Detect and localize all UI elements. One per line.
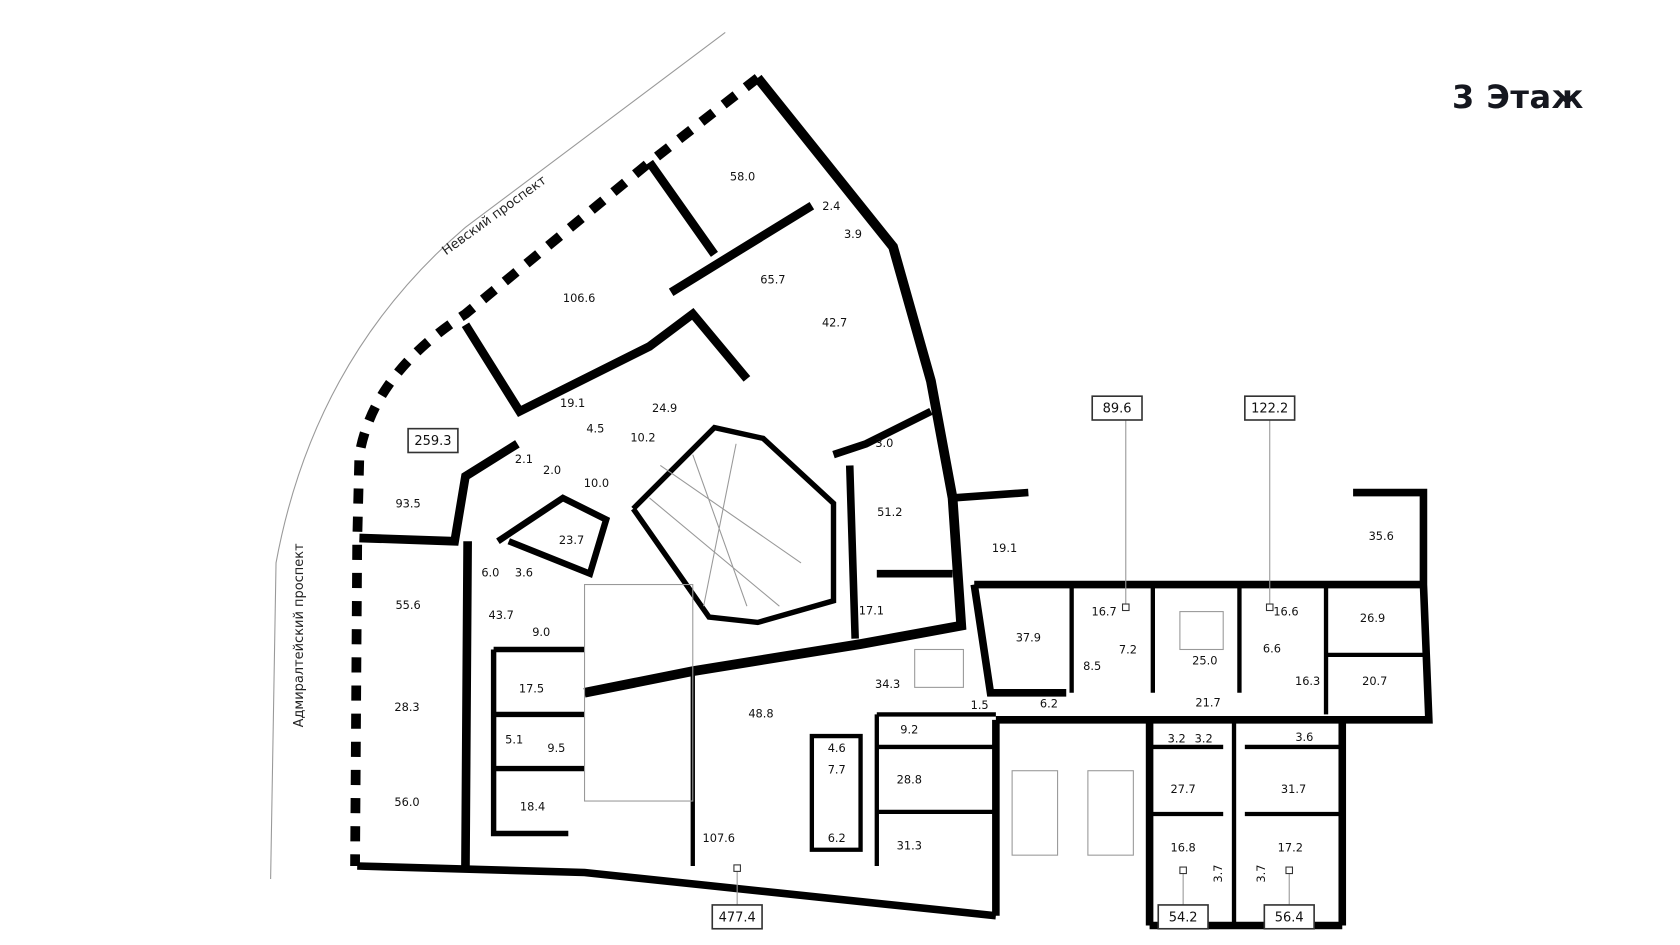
room-area-label: 16.7	[1091, 605, 1116, 619]
room-area-label: 20.7	[1362, 674, 1387, 688]
room-area-label: 107.6	[702, 831, 735, 845]
room-area-label: 2.4	[822, 199, 840, 213]
apartment-area-label: 122.2	[1251, 402, 1288, 417]
room-area-label: 3.7	[1254, 865, 1268, 883]
room-area-label: 28.3	[394, 700, 419, 714]
room-area-label: 21.7	[1195, 696, 1220, 710]
room-area-label: 19.1	[560, 396, 585, 410]
apartment-area-label: 54.2	[1169, 910, 1198, 925]
room-area-label: 34.3	[875, 677, 900, 691]
room-area-label: 25.0	[1192, 653, 1217, 667]
room-area-label: 27.7	[1170, 782, 1195, 796]
room-area-label: 9.2	[900, 723, 918, 737]
apartment-area-label: 259.3	[414, 434, 451, 449]
room-area-label: 23.7	[559, 533, 584, 547]
room-area-label: 16.8	[1170, 841, 1195, 855]
room-area-label: 55.6	[395, 598, 420, 612]
room-area-label: 3.6	[515, 566, 533, 580]
room-area-label: 9.0	[532, 625, 550, 639]
apartment-area-label: 477.4	[719, 910, 756, 925]
room-area-label: 24.9	[652, 401, 677, 415]
apartment-area-badge[interactable]: 89.6	[1091, 395, 1143, 421]
room-area-label: 16.6	[1273, 605, 1298, 619]
street-edge	[270, 32, 726, 879]
room-area-label: 35.6	[1369, 529, 1394, 543]
room-area-label: 16.3	[1295, 674, 1320, 688]
room-area-label: 31.7	[1281, 782, 1306, 796]
room-area-label: 37.9	[1016, 631, 1041, 645]
room-area-label: 17.2	[1278, 841, 1303, 855]
apartment-badge-frame	[711, 904, 763, 930]
street-label-nevsky: Невский проспект	[440, 173, 550, 259]
room-area-label: 17.1	[859, 604, 884, 618]
room-area-label: 19.1	[992, 541, 1017, 555]
room-area-label: 17.5	[519, 682, 544, 696]
apartment-area-label: 56.4	[1275, 910, 1304, 925]
room-area-label: 18.4	[520, 800, 545, 814]
room-area-label: 6.2	[828, 831, 846, 845]
room-area-label: 3.2	[1195, 731, 1213, 745]
room-area-label: 3.9	[844, 227, 862, 241]
apartment-area-label: 89.6	[1103, 402, 1132, 417]
room-area-label: 6.0	[481, 566, 499, 580]
room-area-label: 28.8	[897, 772, 922, 786]
room-area-label: 48.8	[748, 706, 773, 720]
room-area-label: 6.2	[1040, 697, 1058, 711]
apartment-area-badge[interactable]: 122.2	[1244, 395, 1296, 421]
room-area-label: 3.0	[875, 436, 893, 450]
room-area-label: 65.7	[760, 272, 785, 286]
room-area-label: 3.6	[1295, 730, 1313, 744]
room-area-label: 6.6	[1263, 641, 1281, 655]
room-area-label: 2.0	[543, 463, 561, 477]
room-area-label: 3.2	[1168, 731, 1186, 745]
apartment-badge-frame	[1091, 395, 1143, 421]
apartment-badge-frame	[1244, 395, 1296, 421]
room-area-label: 3.7	[1211, 865, 1225, 883]
stairs	[583, 583, 1224, 856]
room-area-label: 8.5	[1083, 659, 1101, 673]
apartment-area-badge[interactable]: 56.4	[1263, 904, 1315, 930]
room-area-label: 58.0	[730, 170, 755, 184]
room-area-label: 42.7	[822, 316, 847, 330]
room-area-label: 51.2	[877, 505, 902, 519]
room-area-label: 31.3	[897, 838, 922, 852]
room-area-label: 106.6	[563, 291, 596, 305]
room-area-label: 4.5	[586, 422, 604, 436]
floor-title: 3 Этаж	[1452, 78, 1584, 116]
glass-skylight	[649, 443, 802, 607]
room-area-label: 93.5	[395, 496, 420, 510]
apartment-badge-frame	[1157, 904, 1209, 930]
room-area-label: 43.7	[489, 608, 514, 622]
apartment-area-badge[interactable]: 259.3	[407, 427, 459, 454]
apartment-area-badge[interactable]: 477.4	[711, 904, 763, 930]
room-area-label: 10.0	[584, 476, 609, 490]
room-area-label: 7.2	[1119, 643, 1137, 657]
room-area-label: 4.6	[828, 741, 846, 755]
room-area-label: 7.7	[828, 763, 846, 777]
room-area-label: 26.9	[1360, 611, 1385, 625]
apartment-badge-frame	[407, 427, 459, 454]
apartment-badge-frame	[1263, 904, 1315, 930]
room-area-label: 2.1	[515, 452, 533, 466]
room-area-label: 5.1	[505, 732, 523, 746]
street-label-admiralteysky: Адмиралтейский проспект	[292, 543, 307, 727]
apartment-area-badge[interactable]: 54.2	[1157, 904, 1209, 930]
room-area-label: 56.0	[394, 795, 419, 809]
room-area-label: 9.5	[547, 741, 565, 755]
room-area-label: 1.5	[971, 698, 989, 712]
walls	[350, 74, 1433, 930]
room-area-label: 10.2	[630, 430, 655, 444]
apartment-leaders	[733, 420, 1294, 905]
